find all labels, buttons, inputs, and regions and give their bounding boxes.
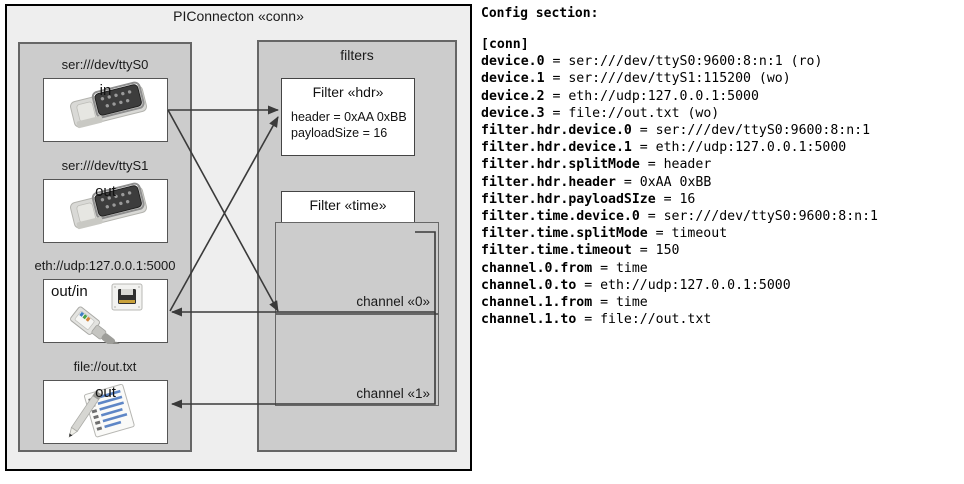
config-line: channel.0.from = time (481, 260, 959, 277)
config-line: [conn] (481, 36, 959, 53)
config-section: Config section: [conn]device.0 = ser:///… (481, 6, 959, 328)
config-key: filter.time.device.0 (481, 209, 640, 225)
config-value: = time (592, 260, 648, 276)
config-value: = eth://udp:127.0.0.1:5000 (631, 140, 847, 156)
serial-dsub-connector-icon (70, 81, 147, 129)
device-box-eth[interactable]: out/in (43, 279, 168, 344)
config-key: channel.0.from (481, 260, 593, 276)
config-line: filter.time.device.0 = ser:///dev/ttyS0:… (481, 208, 959, 225)
config-lines: [conn]device.0 = ser:///dev/ttyS0:9600:8… (481, 36, 959, 328)
config-value: = eth://udp:127.0.0.1:5000 (576, 277, 791, 293)
config-line: filter.time.splitMode = timeout (481, 225, 959, 242)
config-line: channel.1.to = file://out.txt (481, 311, 959, 328)
filters-panel-title: filters (340, 47, 374, 63)
config-key: device.2 (481, 88, 545, 104)
config-line: channel.0.to = eth://udp:127.0.0.1:5000 (481, 277, 959, 294)
config-line: device.2 = eth://udp:127.0.0.1:5000 (481, 88, 959, 105)
filter-box-hdr[interactable]: Filter «hdr» header = 0xAA 0xBB payloadS… (281, 78, 415, 156)
config-key: filter.hdr.device.0 (481, 123, 632, 139)
channel-area-0: channel «0» (275, 222, 439, 314)
channel-label-0: channel «0» (356, 294, 430, 309)
config-line: filter.hdr.splitMode = header (481, 156, 959, 173)
device-box-ttys0[interactable]: in (43, 78, 168, 142)
config-key: filter.time.timeout (481, 243, 632, 259)
config-value: = 150 (631, 243, 680, 259)
device-direction-label: out (95, 183, 116, 200)
config-key: device.3 (481, 105, 545, 121)
config-key: channel.1.to (481, 312, 577, 328)
config-value: = ser:///dev/ttyS1:115200 (wo) (544, 71, 791, 87)
config-line: filter.hdr.device.1 = eth://udp:127.0.0.… (481, 139, 959, 156)
config-line: device.3 = file://out.txt (wo) (481, 105, 959, 122)
config-key: device.0 (481, 54, 545, 70)
config-value: = header (639, 157, 712, 173)
config-line: filter.hdr.payloadSIze = 16 (481, 191, 959, 208)
config-key: filter.hdr.payloadSIze (481, 191, 656, 207)
device-label-eth: eth://udp:127.0.0.1:5000 (34, 258, 176, 273)
config-value: = 0xAA 0xBB (615, 174, 712, 190)
device-direction-label: out (95, 384, 116, 401)
config-key: channel.0.to (481, 277, 577, 293)
config-value: = timeout (647, 226, 728, 242)
text-file-pencil-icon (68, 383, 135, 438)
device-label-ttys1: ser:///dev/ttyS1 (61, 158, 149, 173)
config-value: = time (592, 295, 648, 311)
serial-dsub-connector-icon (70, 182, 147, 230)
filter-prop: header = 0xAA 0xBB (291, 110, 407, 124)
config-key: filter.hdr.header (481, 174, 616, 190)
config-value: = ser:///dev/ttyS0:9600:8:n:1 (631, 123, 871, 139)
ethernet-rj45-icon (70, 283, 143, 344)
config-key: filter.hdr.splitMode (481, 157, 640, 173)
device-direction-label: out/in (51, 283, 88, 300)
filter-title-hdr: Filter «hdr» (312, 84, 384, 100)
channel-label-1: channel «1» (356, 386, 430, 401)
config-line: filter.hdr.header = 0xAA 0xBB (481, 174, 959, 191)
channel-area-1: channel «1» (275, 314, 439, 406)
filter-props-hdr: header = 0xAA 0xBB payloadSize = 16 (291, 109, 407, 141)
config-value: = eth://udp:127.0.0.1:5000 (544, 88, 759, 104)
device-box-file[interactable]: out (43, 380, 168, 444)
config-line: filter.hdr.device.0 = ser:///dev/ttyS0:9… (481, 122, 959, 139)
config-key: [conn] (481, 37, 529, 52)
config-key: channel.1.from (481, 295, 593, 311)
device-direction-label: in (99, 82, 112, 99)
config-line: channel.1.from = time (481, 294, 959, 311)
device-label-ttys0: ser:///dev/ttyS0 (61, 57, 149, 72)
config-key: filter.hdr.device.1 (481, 140, 632, 156)
config-value: = ser:///dev/ttyS0:9600:8:n:1 (ro) (544, 54, 823, 70)
filter-prop: payloadSize = 16 (291, 126, 388, 140)
config-value: = file://out.txt (wo) (544, 105, 720, 121)
device-box-ttys1[interactable]: out (43, 179, 168, 243)
config-line: device.0 = ser:///dev/ttyS0:9600:8:n:1 (… (481, 53, 959, 70)
config-line: filter.time.timeout = 150 (481, 242, 959, 259)
config-heading: Config section: (481, 6, 599, 21)
config-key: device.1 (481, 71, 545, 87)
config-line: device.1 = ser:///dev/ttyS1:115200 (wo) (481, 70, 959, 87)
device-label-file: file://out.txt (73, 359, 137, 374)
config-key: filter.time.splitMode (481, 226, 648, 242)
config-value: = file://out.txt (576, 312, 712, 328)
config-value: = 16 (655, 191, 696, 207)
filter-title-time: Filter «time» (309, 197, 387, 213)
page-title: PIConnecton «conn» (173, 8, 304, 24)
config-value: = ser:///dev/ttyS0:9600:8:n:1 (639, 209, 878, 225)
